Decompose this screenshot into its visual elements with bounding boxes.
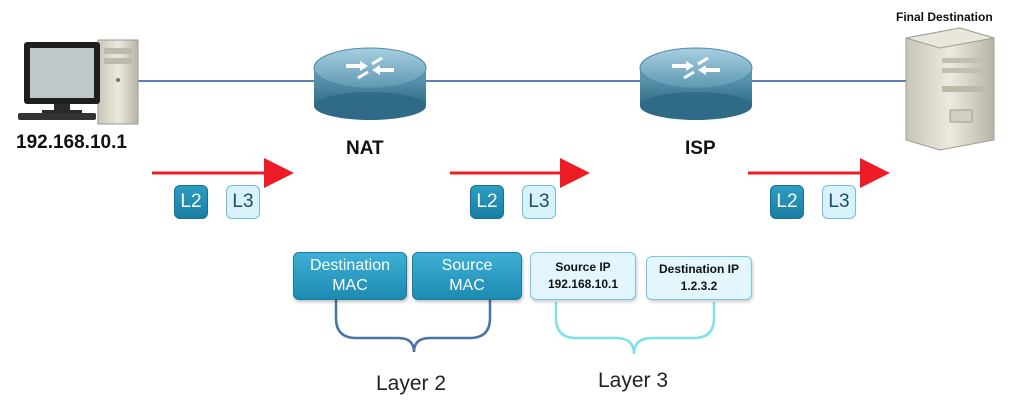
source-mac-line1: Source bbox=[441, 257, 493, 274]
source-ip-label: 192.168.10.1 bbox=[16, 132, 127, 153]
layer2-bracket bbox=[334, 300, 492, 353]
destination-mac-line2: MAC bbox=[332, 277, 368, 294]
final-destination-label: Final Destination bbox=[896, 10, 993, 24]
source-computer-icon bbox=[18, 39, 139, 125]
destination-ip-box-line1: Destination IP bbox=[658, 262, 739, 276]
layer3-label: Layer 3 bbox=[598, 369, 669, 392]
isp-router-icon bbox=[639, 47, 753, 120]
source-ip-box-line2: 192.168.10.1 bbox=[547, 277, 619, 291]
destination-mac-box: Destination MAC bbox=[293, 252, 407, 300]
isp-label: ISP bbox=[685, 138, 716, 159]
source-ip-box-line1: Source IP bbox=[555, 260, 611, 274]
server-icon bbox=[905, 27, 995, 151]
l2-tag-hop3: L2 bbox=[770, 185, 804, 219]
layer2-label: Layer 2 bbox=[376, 372, 447, 395]
nat-router-icon bbox=[313, 47, 427, 120]
destination-ip-box-line2: 1.2.3.2 bbox=[680, 279, 718, 293]
source-ip-box: Source IP 192.168.10.1 bbox=[530, 252, 636, 300]
source-mac-line2: MAC bbox=[449, 277, 485, 294]
source-mac-box: Source MAC bbox=[412, 252, 522, 300]
l2-tag-hop1: L2 bbox=[174, 185, 208, 219]
destination-mac-line1: Destination bbox=[309, 257, 391, 274]
layer3-bracket bbox=[554, 302, 716, 355]
l2-tag-hop2: L2 bbox=[470, 185, 504, 219]
l3-tag-hop3: L3 bbox=[822, 185, 856, 219]
l3-tag-hop2: L3 bbox=[522, 185, 556, 219]
nat-label: NAT bbox=[346, 138, 384, 159]
destination-ip-box: Destination IP 1.2.3.2 bbox=[646, 256, 752, 300]
l3-tag-hop1: L3 bbox=[226, 185, 260, 219]
